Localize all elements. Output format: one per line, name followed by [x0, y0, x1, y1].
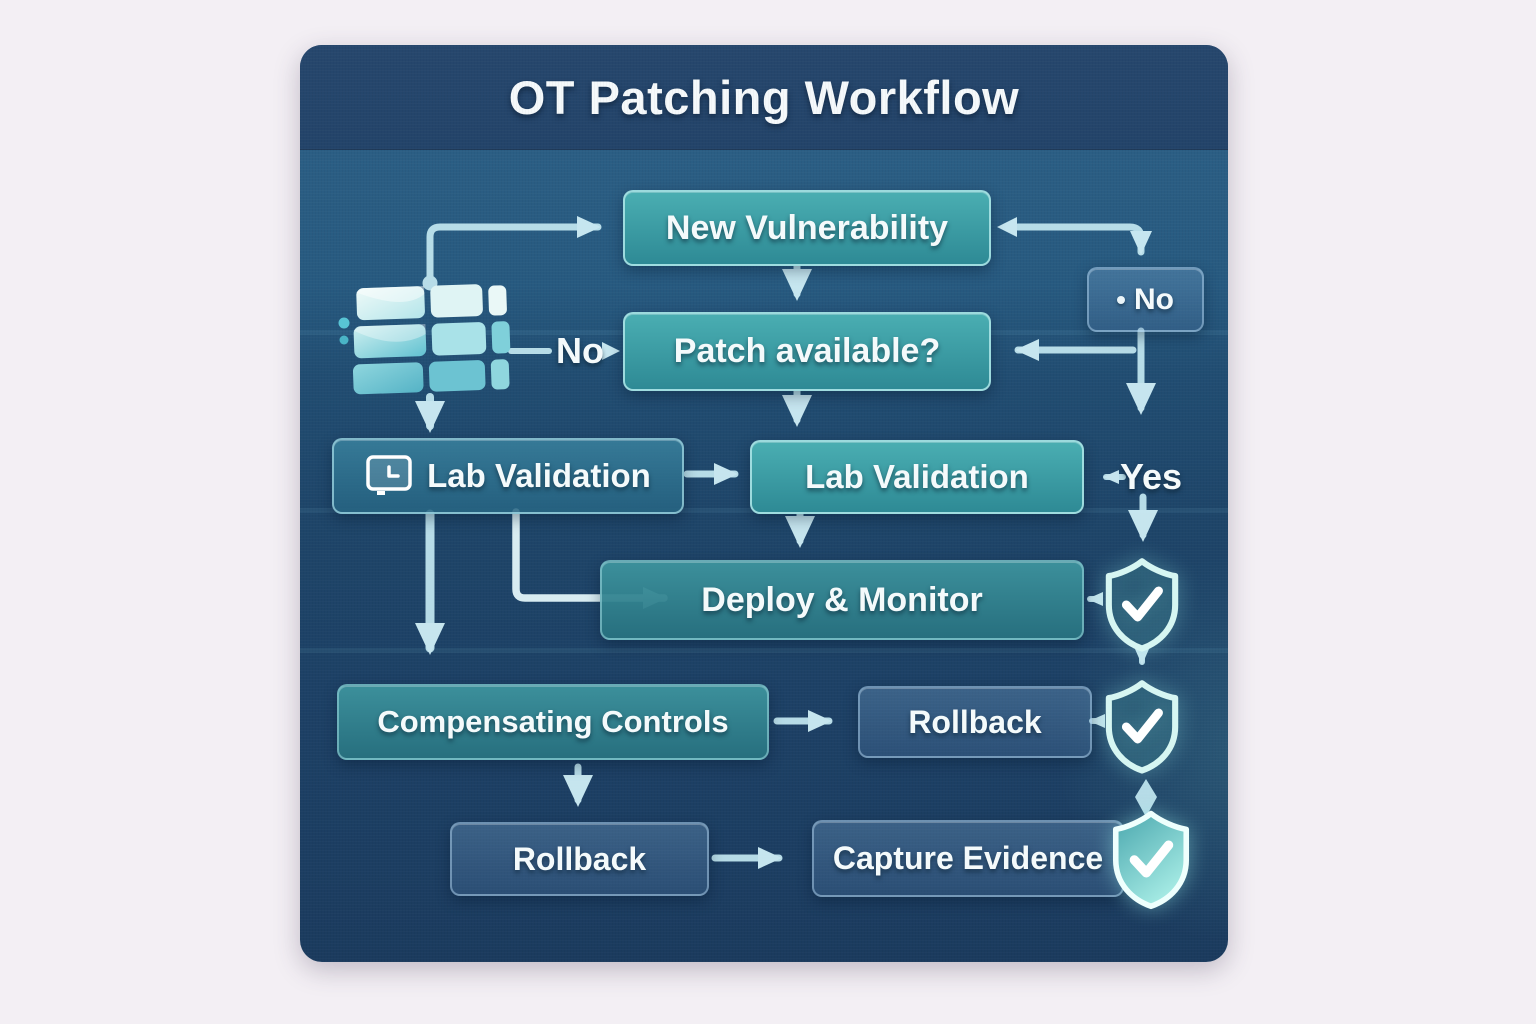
- page-title: OT Patching Workflow: [508, 70, 1020, 124]
- node-no-badge: No: [1087, 267, 1204, 332]
- node-label: Lab Validation: [427, 457, 651, 494]
- monitor-clock-icon: [365, 454, 413, 498]
- node-rollback-mid: Rollback: [858, 686, 1092, 758]
- node-lab-validation-right: Lab Validation: [750, 440, 1084, 514]
- node-deploy-monitor: Deploy & Monitor: [600, 560, 1084, 640]
- node-label: Patch available?: [673, 332, 941, 370]
- title-bar: OT Patching Workflow: [300, 45, 1228, 150]
- node-label: New Vulnerability: [665, 208, 949, 247]
- node-rollback-bottom: Rollback: [450, 822, 709, 896]
- shield-check-icon: [1104, 808, 1198, 915]
- shield-check-icon: [1098, 678, 1186, 779]
- node-label: Deploy & Monitor: [701, 580, 983, 619]
- node-new-vulnerability: New Vulnerability: [623, 190, 991, 266]
- server-stack-icon: [336, 284, 514, 400]
- node-label: Capture Evidence: [832, 840, 1104, 876]
- node-label: No: [1134, 282, 1174, 316]
- node-lab-validation-left: Lab Validation: [332, 438, 684, 514]
- node-label: Rollback: [512, 840, 647, 877]
- node-label: Lab Validation: [805, 458, 1029, 495]
- node-label: Compensating Controls: [377, 704, 729, 739]
- node-patch-available: Patch available?: [623, 312, 991, 391]
- node-label: Rollback: [908, 703, 1042, 740]
- node-compensating-controls: Compensating Controls: [337, 684, 769, 760]
- bullet-dot: [1117, 295, 1125, 304]
- background-band: [300, 648, 1228, 653]
- label-no-branch: No: [556, 330, 604, 371]
- shield-check-icon: [1098, 556, 1186, 657]
- node-capture-evidence: Capture Evidence: [812, 820, 1124, 897]
- label-yes-branch: Yes: [1119, 456, 1183, 497]
